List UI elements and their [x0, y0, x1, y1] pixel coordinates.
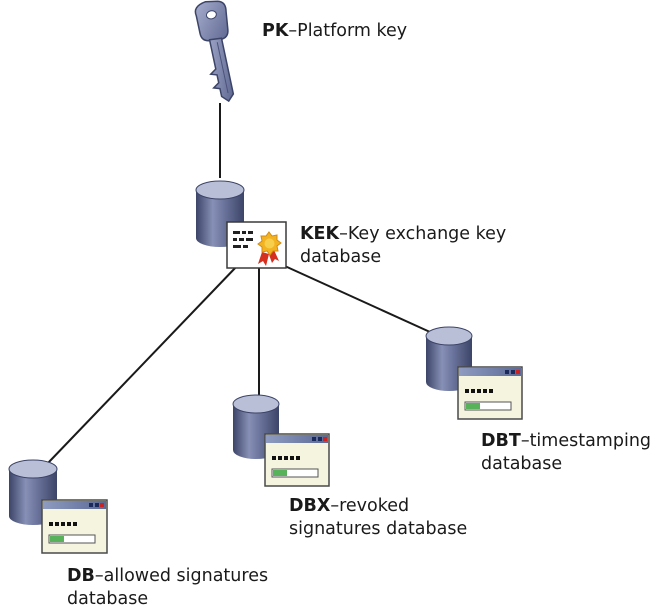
- dbt-dash: –: [520, 431, 530, 451]
- dbt-label: DBT–timestamping database: [481, 430, 651, 476]
- connector-kek-db: [47, 264, 239, 464]
- pk-dash: –: [288, 21, 298, 41]
- pk-label: PK–Platform key: [262, 20, 407, 43]
- pk-abbr: PK: [262, 21, 289, 41]
- dbx-window-icon: [264, 433, 330, 487]
- db-title: allowed signatures: [103, 566, 269, 586]
- db-dash: –: [94, 566, 104, 586]
- kek-label: KEK–Key exchange key database: [300, 223, 506, 269]
- db-window-icon: [41, 499, 108, 554]
- dbx-label-line2: signatures database: [289, 519, 468, 539]
- dbx-label-line1: DBX–revoked: [289, 495, 467, 518]
- kek-dash: –: [339, 224, 348, 244]
- pk-title: Platform key: [297, 21, 408, 41]
- db-label-line2: database: [67, 589, 149, 609]
- dbt-database-cylinder: [425, 326, 473, 391]
- dbx-abbr: DBX: [289, 496, 331, 516]
- dbt-label-line1: DBT–timestamping: [481, 430, 651, 453]
- dbt-label-line2: database: [481, 454, 563, 474]
- dbt-title: timestamping: [529, 431, 652, 451]
- dbx-label: DBX–revoked signatures database: [289, 495, 467, 541]
- dbt-abbr: DBT: [481, 431, 521, 451]
- certificate-icon: [226, 221, 287, 269]
- dbt-window-icon: [457, 366, 523, 420]
- key-icon: [194, 0, 235, 103]
- dbx-dash: –: [330, 496, 340, 516]
- dbx-title: revoked: [339, 496, 410, 516]
- connector-kek-dbt: [275, 261, 431, 333]
- kek-title: Key exchange key: [347, 224, 507, 244]
- kek-label-line1: KEK–Key exchange key: [300, 223, 506, 246]
- db-abbr: DB: [67, 566, 95, 586]
- db-label: DB–allowed signatures database: [67, 565, 268, 611]
- kek-label-line2: database: [300, 247, 382, 267]
- db-label-line1: DB–allowed signatures: [67, 565, 268, 588]
- kek-abbr: KEK: [300, 224, 340, 244]
- connectors: [47, 103, 431, 464]
